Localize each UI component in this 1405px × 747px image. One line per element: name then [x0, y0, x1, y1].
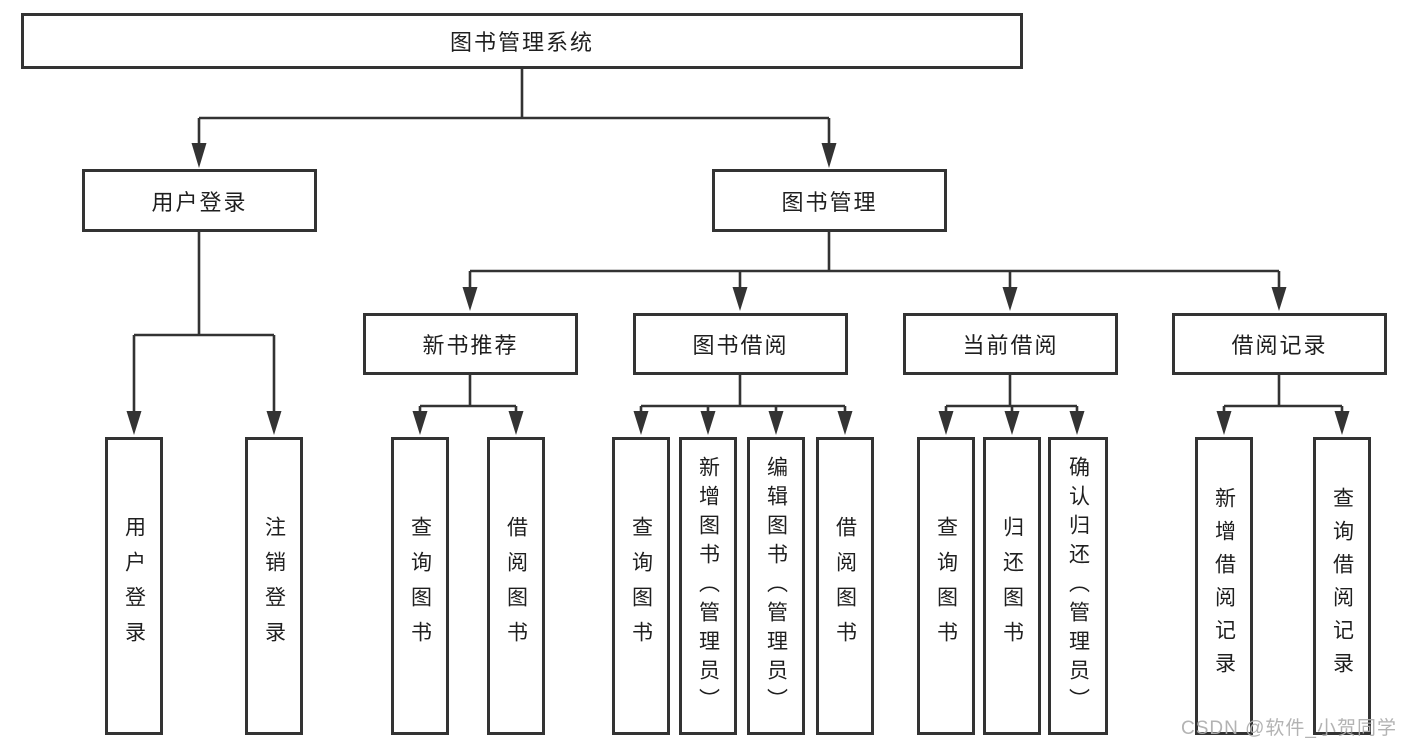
arrow-down-icon	[821, 143, 837, 168]
leaf-label: 编辑图书（管理员）	[764, 455, 788, 717]
connector-root-to-level2	[197, 69, 831, 146]
arrow-down-icon	[412, 411, 428, 435]
node-borrowing-records: 借阅记录	[1172, 313, 1387, 375]
arrow-down-icon	[837, 411, 853, 435]
arrow-down-icon	[191, 143, 207, 168]
node-current-borrowing: 当前借阅	[903, 313, 1118, 375]
node-label: 图书管理系统	[449, 30, 594, 55]
node-user-login: 用户登录	[82, 169, 317, 232]
leaf-logout: 注销登录	[245, 437, 303, 735]
node-label: 用户登录	[151, 189, 248, 215]
node-label: 当前借阅	[962, 333, 1059, 358]
arrow-down-icon	[1334, 411, 1350, 435]
arrow-down-icon	[462, 287, 478, 311]
node-label: 图书借阅	[692, 333, 789, 358]
leaf-query-books-recommend: 查询图书	[391, 437, 449, 735]
leaf-label: 借阅图书	[833, 516, 857, 656]
node-library-management-system: 图书管理系统	[21, 13, 1023, 69]
leaf-label: 查询借阅记录	[1330, 487, 1354, 685]
arrow-down-icon	[1216, 411, 1232, 435]
connector-new-book-rec-children	[418, 375, 518, 414]
arrow-down-icon	[633, 411, 649, 435]
leaf-user-login: 用户登录	[105, 437, 163, 735]
leaf-label: 用户登录	[122, 516, 146, 656]
leaf-label: 查询图书	[934, 516, 958, 656]
node-label: 借阅记录	[1231, 333, 1328, 358]
leaf-edit-books-admin: 编辑图书（管理员）	[747, 437, 805, 735]
arrow-down-icon	[126, 411, 142, 435]
leaf-label: 查询图书	[629, 516, 653, 656]
arrow-down-icon	[732, 287, 748, 311]
leaf-query-books-current: 查询图书	[917, 437, 975, 735]
arrow-down-icon	[266, 411, 282, 435]
leaf-query-books-borrow: 查询图书	[612, 437, 670, 735]
arrow-down-icon	[1069, 411, 1085, 435]
leaf-borrow-books-recommend: 借阅图书	[487, 437, 545, 735]
arrow-down-icon	[938, 411, 954, 435]
connector-book-mgmt-children	[468, 232, 1281, 290]
node-label: 新书推荐	[422, 333, 519, 358]
arrow-down-icon	[1271, 287, 1287, 311]
node-book-management: 图书管理	[712, 169, 947, 232]
node-book-borrowing: 图书借阅	[633, 313, 848, 375]
leaf-borrow-books: 借阅图书	[816, 437, 874, 735]
leaf-return-books: 归还图书	[983, 437, 1041, 735]
leaf-add-borrow-record: 新增借阅记录	[1195, 437, 1253, 735]
arrow-down-icon	[1004, 411, 1020, 435]
leaf-label: 确认归还（管理员）	[1066, 455, 1090, 717]
connector-book-borrow-children	[639, 375, 847, 414]
leaf-label: 新增借阅记录	[1212, 487, 1236, 685]
leaf-label: 新增图书（管理员）	[696, 455, 720, 717]
arrow-down-icon	[700, 411, 716, 435]
leaf-label: 注销登录	[262, 516, 286, 656]
leaf-label: 归还图书	[1000, 516, 1024, 656]
leaf-query-borrow-record: 查询借阅记录	[1313, 437, 1371, 735]
arrow-down-icon	[508, 411, 524, 435]
csdn-watermark: CSDN @软件_小贺同学	[1181, 718, 1397, 739]
leaf-add-books-admin: 新增图书（管理员）	[679, 437, 737, 735]
connector-user-login-children	[132, 232, 276, 414]
connector-borrow-record-children	[1222, 375, 1344, 414]
leaf-label: 借阅图书	[504, 516, 528, 656]
arrow-down-icon	[1002, 287, 1018, 311]
node-label: 图书管理	[781, 189, 878, 215]
arrowheads	[126, 143, 1350, 435]
arrow-down-icon	[768, 411, 784, 435]
node-new-book-recommendation: 新书推荐	[363, 313, 578, 375]
leaf-label: 查询图书	[408, 516, 432, 656]
leaf-confirm-return-admin: 确认归还（管理员）	[1048, 437, 1108, 735]
connector-current-borrow-children	[944, 375, 1079, 414]
